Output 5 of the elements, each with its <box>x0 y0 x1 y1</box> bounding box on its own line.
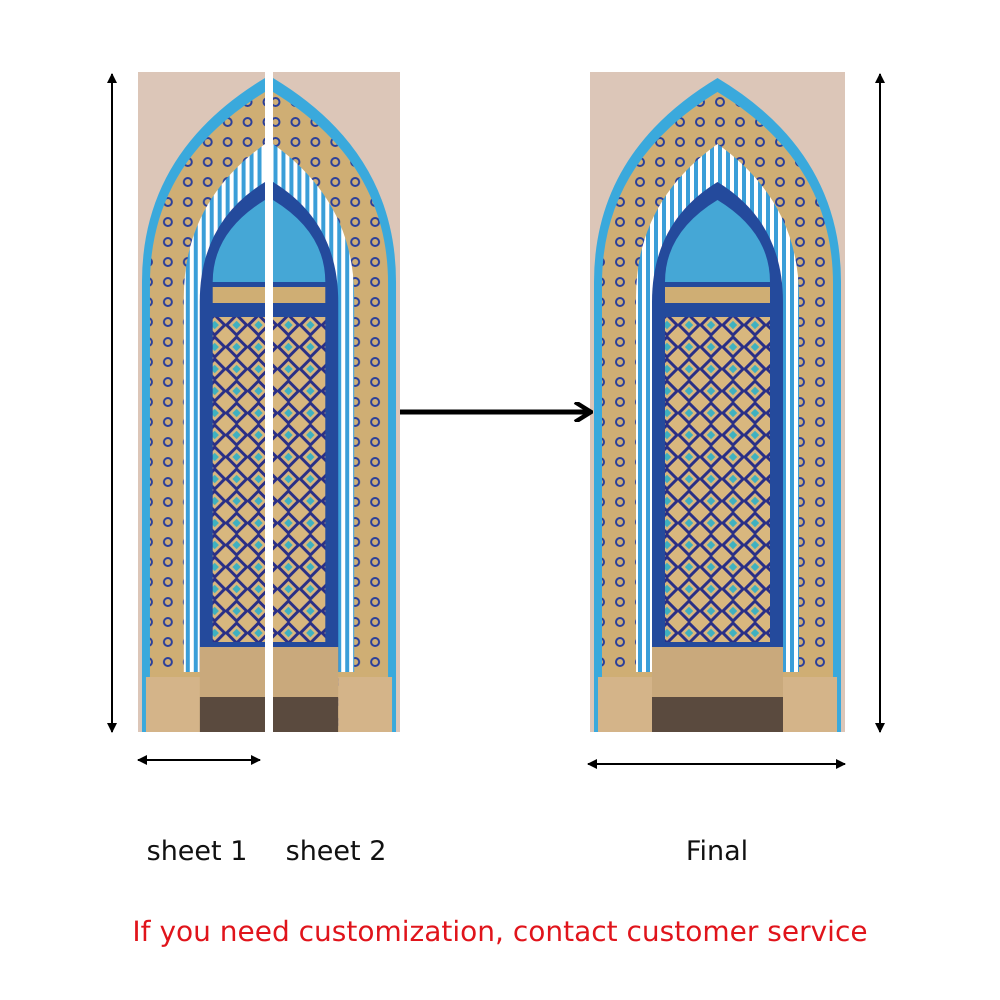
arrow <box>400 400 594 424</box>
sheet-label: Final <box>686 836 748 867</box>
caption: If you need customization, contact customer service <box>131 915 869 948</box>
sheet-label: sheet 1 <box>146 836 248 867</box>
sheet-label: sheet 2 <box>286 836 386 867</box>
